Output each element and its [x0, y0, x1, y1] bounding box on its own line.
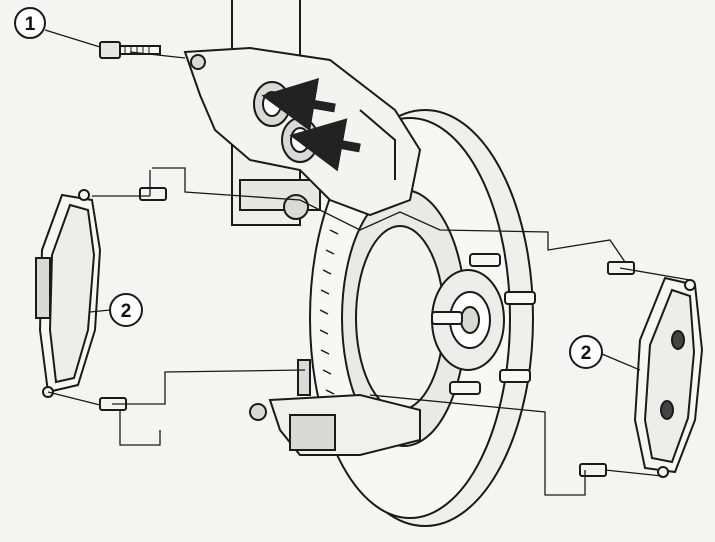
callout-leaders: [44, 29, 641, 371]
guide-arrows: [261, 77, 361, 172]
callout-2a: 2: [109, 293, 143, 327]
brake-pad-left: [35, 189, 102, 398]
svg-text:1: 1: [25, 14, 36, 35]
svg-text:2: 2: [581, 343, 592, 364]
lug-studs: [431, 253, 536, 395]
callout-2b: 2: [569, 335, 603, 369]
callout-1: 1: [14, 7, 46, 39]
svg-text:2: 2: [121, 301, 132, 322]
caliper-bolt: [99, 41, 161, 59]
caliper-anchor-bracket: [249, 359, 421, 456]
pad-clips: [99, 187, 635, 477]
wheel-hub: [431, 253, 536, 395]
brake-pad-right: [633, 276, 704, 478]
assembly-lines: [47, 51, 691, 496]
